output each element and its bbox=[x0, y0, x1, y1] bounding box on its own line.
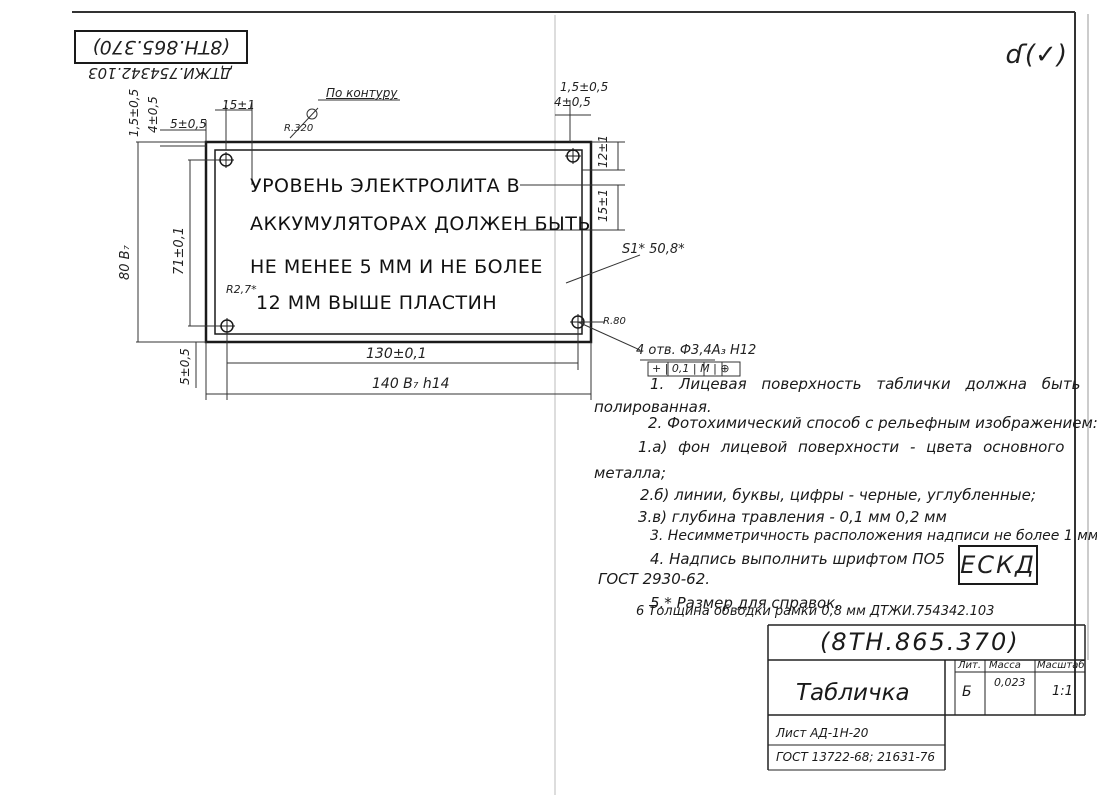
dim-4-right: 4±0,5 bbox=[554, 95, 591, 109]
title-block-sheet: Лист АД-1Н-20 bbox=[776, 726, 869, 740]
approval-mark: ɗ(✓) bbox=[1006, 40, 1067, 70]
dim-15-right: 15±1 bbox=[596, 189, 610, 222]
dim-contour: По контуру bbox=[326, 86, 398, 100]
dim-s1: S1* 50,8* bbox=[622, 242, 685, 257]
note-2: 2. Фотохимический способ с рельефным изо… bbox=[648, 414, 1097, 432]
note-6: 6 Толщина обводки рамки 0,8 мм ДТЖИ.7543… bbox=[636, 604, 995, 619]
plate-line-4: 12 ММ ВЫШЕ ПЛАСТИН bbox=[256, 292, 498, 314]
dim-130: 130±0,1 bbox=[366, 346, 427, 362]
dim-1-5-left: 1,5±0,5 bbox=[127, 88, 141, 137]
dim-1-5-right: 1,5±0,5 bbox=[560, 80, 609, 94]
dim-12: 12±1 bbox=[596, 135, 610, 168]
dim-15: 15±1 bbox=[222, 98, 255, 112]
title-block-code: (8ТН.865.370) bbox=[820, 628, 1020, 656]
document-code-top: (8ТН.865.370) bbox=[74, 30, 248, 64]
dim-r80: R.80 bbox=[603, 316, 626, 327]
title-block-mass: 0,023 bbox=[994, 676, 1026, 689]
note-4-cont: ГОСТ 2930-62. bbox=[598, 570, 711, 588]
note-1: 1. Лицевая поверхность таблички должна б… bbox=[650, 375, 1081, 393]
dim-holes: 4 отв. Ф3,4А₃ Н12 bbox=[636, 343, 757, 358]
note-2b: 2.б) линии, буквы, цифры - черные, углуб… bbox=[640, 486, 1036, 504]
eskd-stamp: ЕСКД bbox=[958, 545, 1038, 585]
title-block-scale-header: Масштаб bbox=[1037, 660, 1085, 671]
title-block-scale: 1:1 bbox=[1052, 684, 1073, 699]
dim-80: 80 В₇ bbox=[118, 245, 133, 280]
dim-r2-7: R2,7* bbox=[226, 283, 257, 296]
document-code-sub: ДТЖИ.754342.103 bbox=[88, 64, 232, 82]
note-2c: 3.в) глубина травления - 0,1 мм 0,2 мм bbox=[638, 508, 947, 526]
note-3: 3. Несимметричность расположения надписи… bbox=[650, 528, 1097, 544]
note-2a: 1.а) фон лицевой поверхности - цвета осн… bbox=[638, 438, 1065, 456]
plate-line-2: АККУМУЛЯТОРАХ ДОЛЖЕН БЫТЬ bbox=[250, 213, 591, 235]
dim-140: 140 В₇ h14 bbox=[372, 376, 450, 392]
note-2a-cont: металла; bbox=[594, 464, 666, 482]
dim-71: 71±0,1 bbox=[172, 226, 187, 275]
plate-line-3: НЕ МЕНЕЕ 5 ММ И НЕ БОЛЕЕ bbox=[250, 256, 543, 278]
title-block-name: Табличка bbox=[796, 680, 910, 706]
dim-tolerance: + | 0,1 | M | ⊕ bbox=[652, 362, 730, 375]
dim-4-left: 4±0,5 bbox=[146, 96, 160, 133]
dim-5-bottom: 5±0,5 bbox=[178, 348, 192, 385]
title-block-lit: Б bbox=[962, 684, 972, 700]
plate-line-1: УРОВЕНЬ ЭЛЕКТРОЛИТА В bbox=[250, 175, 521, 197]
title-block-gost: ГОСТ 13722-68; 21631-76 bbox=[776, 750, 936, 764]
dim-5: 5±0,5 bbox=[170, 117, 207, 131]
dim-r320: R.320 bbox=[284, 123, 314, 134]
note-5: 5.* Размер для справок. bbox=[650, 594, 840, 612]
note-1-cont: полированная. bbox=[594, 398, 712, 416]
title-block-lit-header: Лит. bbox=[958, 660, 982, 671]
title-block-mass-header: Масса bbox=[989, 660, 1021, 671]
note-4: 4. Надпись выполнить шрифтом ПО5 bbox=[650, 550, 945, 568]
